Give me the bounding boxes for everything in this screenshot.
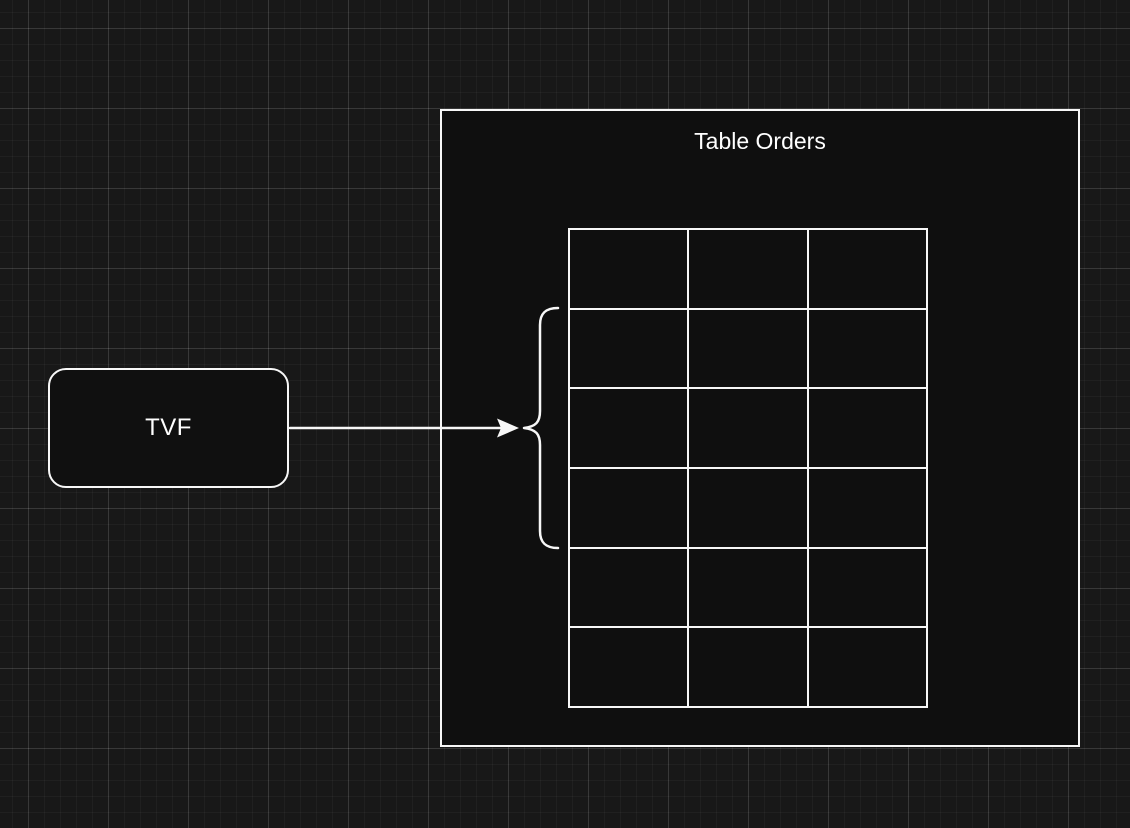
table-cell	[808, 548, 926, 627]
table-cell	[570, 309, 688, 388]
table-cell	[808, 309, 926, 388]
orders-frame-title: Table Orders	[694, 128, 826, 154]
table-cell	[689, 389, 807, 467]
table-cell	[689, 628, 807, 706]
table-cell	[570, 548, 688, 627]
table-cell	[689, 548, 807, 627]
table-cell	[570, 389, 688, 467]
tvf-node[interactable]: TVF	[48, 368, 289, 488]
table-cell	[570, 468, 688, 547]
tvf-node-label: TVF	[145, 414, 192, 441]
table-cell	[689, 309, 807, 388]
orders-table[interactable]	[568, 228, 928, 708]
table-cell	[689, 468, 807, 547]
table-cell	[808, 628, 926, 706]
table-cell	[570, 230, 688, 308]
table-cell	[689, 230, 807, 308]
table-cell	[808, 389, 926, 467]
table-cell	[570, 628, 688, 706]
table-cell	[808, 230, 926, 308]
table-cell	[808, 468, 926, 547]
